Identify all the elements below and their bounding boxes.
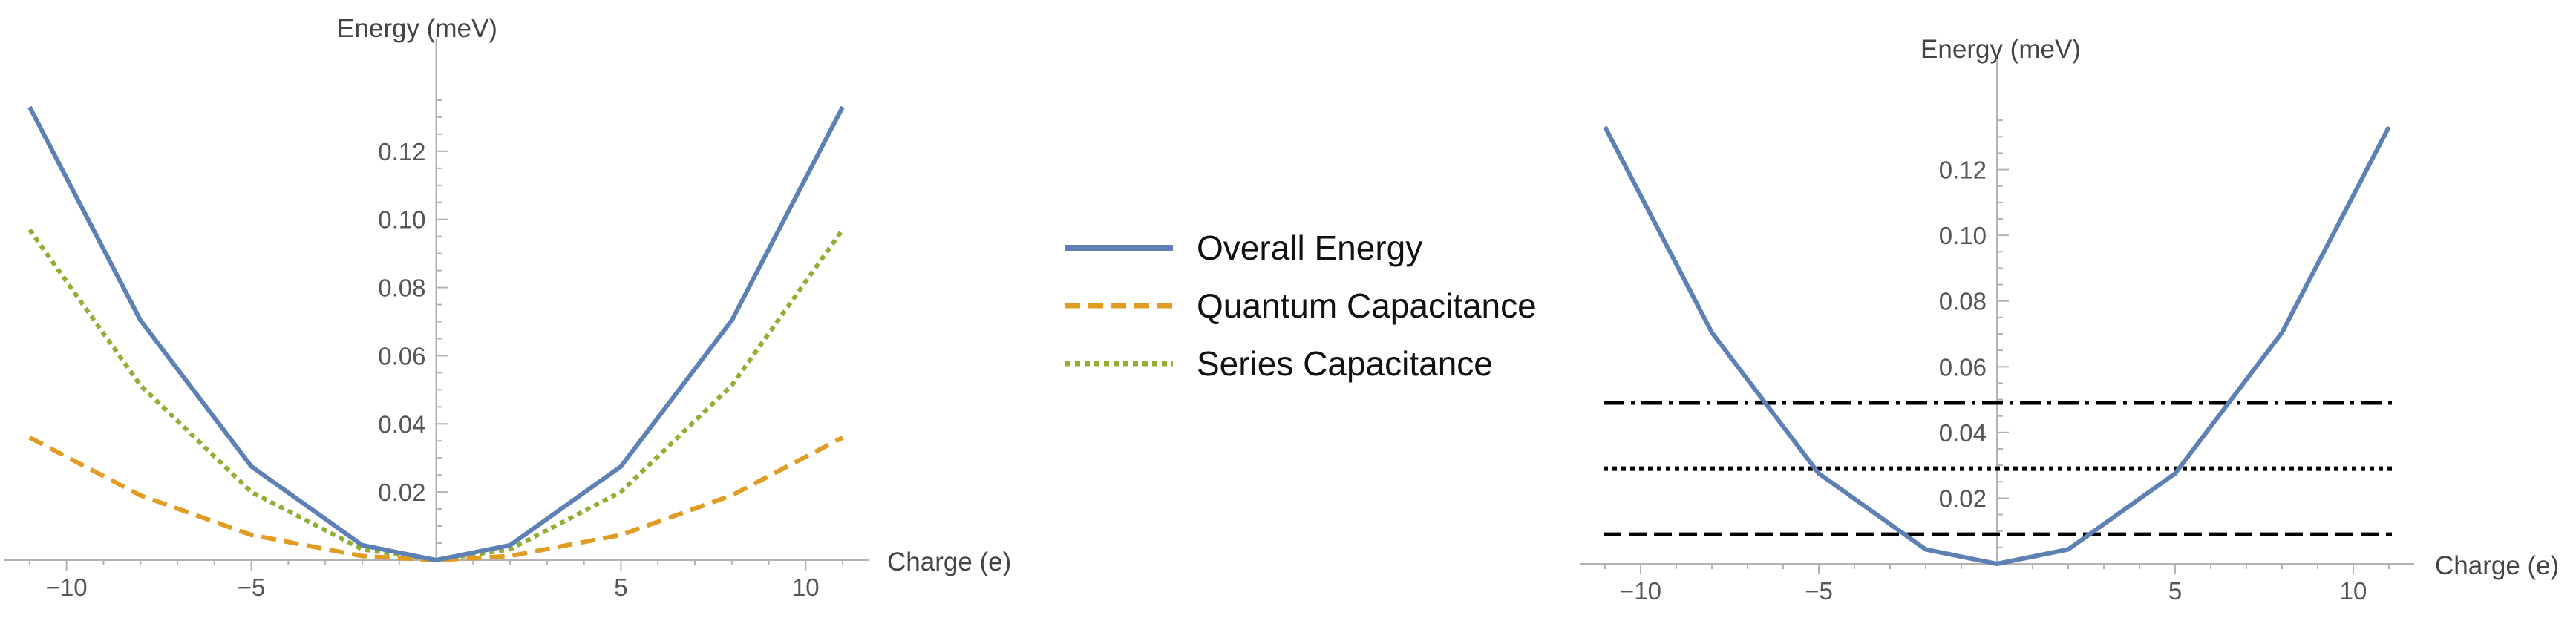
chart2-y-tick-label: 0.12 — [1939, 157, 1987, 184]
left-y-axis-label: Energy (meV) — [337, 14, 497, 43]
chart1-y-tick-label: 0.02 — [378, 479, 425, 506]
legend: Overall Energy Quantum Capacitance Serie… — [1065, 229, 1537, 383]
chart2-y-tick-label: 0.04 — [1939, 419, 1987, 447]
chart1-x-tick-label: 10 — [792, 574, 820, 601]
legend-label-series-capacitance: Series Capacitance — [1197, 344, 1493, 383]
chart2-x-tick-label: −5 — [1805, 577, 1833, 605]
chart1-series-overall-energy — [27, 105, 845, 562]
right-x-axis-title: Charge (e) — [2435, 551, 2559, 580]
right-y-axis-title: Energy (meV) — [1920, 35, 2081, 64]
chart1-x-tick-label: −5 — [238, 574, 266, 601]
chart1-series-quantum-capacitance — [28, 436, 844, 562]
chart1-y-tick-label: 0.04 — [378, 410, 425, 438]
right-plot-area: −10 −5 5 10 0.02 0.04 0.06 0.08 0.10 0.12 — [1580, 59, 2414, 605]
left-plot-area: −10 −5 5 10 0.02 0.04 0.06 0.08 0.10 0.12 — [4, 39, 869, 601]
chart1-y-tick-label: 0.08 — [378, 275, 425, 302]
legend-label-quantum-capacitance: Quantum Capacitance — [1197, 286, 1537, 325]
legend-item-overall-energy: Overall Energy — [1065, 229, 1422, 267]
chart1-y-tick-label: 0.12 — [378, 138, 425, 165]
chart1-x-tick-label: −10 — [46, 574, 88, 601]
left-x-axis-title: Charge (e) — [887, 548, 1011, 576]
right-chart: Energy (meV) Charge (e) −10 −5 5 10 0.02 0.04… — [1580, 35, 2559, 605]
chart2-x-tick-label: −10 — [1620, 577, 1661, 605]
chart2-y-tick-label: 0.08 — [1939, 288, 1987, 315]
chart2-series-series-1 — [1603, 125, 2391, 566]
chart2-x-tick-label: 5 — [2168, 577, 2182, 605]
left-chart: Energy (meV) Charge (e) −10 −5 5 10 0.02 0.04… — [4, 14, 1011, 601]
chart1-y-tick-label: 0.06 — [378, 342, 425, 369]
chart2-x-tick-label: 10 — [2340, 577, 2367, 605]
chart2-y-tick-label: 0.10 — [1939, 222, 1987, 249]
chart2-y-tick-label: 0.02 — [1939, 484, 1987, 512]
legend-item-series-capacitance: Series Capacitance — [1065, 344, 1493, 383]
chart1-x-tick-label: 5 — [614, 574, 627, 601]
left-y-axis-title: Energy (meV) — [337, 14, 497, 43]
legend-item-quantum-capacitance: Quantum Capacitance — [1065, 286, 1537, 325]
legend-label-overall-energy: Overall Energy — [1197, 229, 1422, 267]
chart1-y-tick-label: 0.10 — [378, 206, 425, 234]
chart2-y-tick-label: 0.06 — [1939, 353, 1987, 381]
